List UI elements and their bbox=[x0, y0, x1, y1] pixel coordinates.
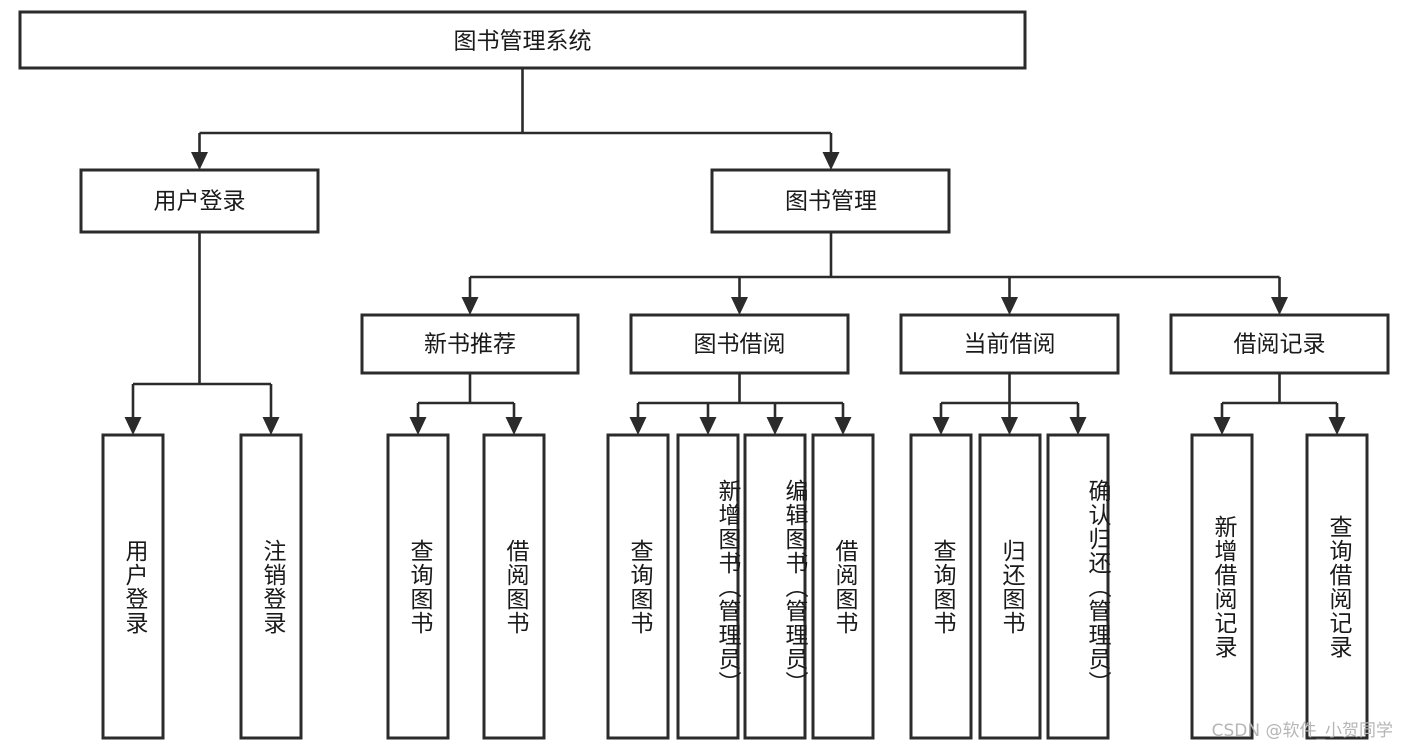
node-borrow-record-box[interactable] bbox=[1169, 313, 1390, 375]
arrow-to-current-borrow bbox=[1001, 297, 1018, 315]
arrow-root-to-book-manage bbox=[822, 152, 840, 170]
node-user-login[interactable]: 用户登录 bbox=[79, 168, 320, 234]
connector-group-user-login bbox=[124, 232, 280, 435]
node-leaf-add-borrow-record-box[interactable] bbox=[1190, 433, 1254, 740]
arrow-to-leaf-borrow-book-2 bbox=[834, 417, 852, 435]
node-current-borrow-box[interactable] bbox=[899, 313, 1120, 375]
node-leaf-confirm-return-admin-box[interactable] bbox=[1046, 433, 1110, 740]
arrow-to-leaf-user-login bbox=[124, 417, 142, 435]
arrow-to-leaf-query-book-3 bbox=[932, 417, 950, 435]
node-leaf-query-book-3-box[interactable] bbox=[909, 433, 973, 740]
connector-group-root bbox=[191, 68, 840, 170]
node-current-borrow[interactable]: 当前借阅 bbox=[899, 313, 1120, 375]
node-book-manage-label: 图书管理 bbox=[785, 189, 877, 215]
node-root-label: 图书管理系统 bbox=[454, 29, 592, 55]
arrow-to-leaf-confirm-return-admin bbox=[1069, 417, 1087, 435]
node-new-book-rec-label: 新书推荐 bbox=[424, 332, 516, 358]
node-book-manage-box[interactable] bbox=[710, 168, 951, 234]
node-borrow-record-label: 借阅记录 bbox=[1234, 332, 1326, 358]
node-book-borrow-box[interactable] bbox=[629, 313, 850, 375]
arrow-to-leaf-return-book bbox=[1001, 417, 1018, 435]
arrow-to-leaf-borrow-book-1 bbox=[505, 417, 523, 435]
arrow-to-leaf-logout bbox=[262, 417, 280, 435]
node-leaf-add-book-admin-box[interactable] bbox=[676, 433, 740, 740]
connector-group-borrow-record bbox=[1213, 373, 1346, 435]
node-new-book-rec-box[interactable] bbox=[360, 313, 580, 375]
node-book-manage[interactable]: 图书管理 bbox=[710, 168, 951, 234]
arrow-to-leaf-edit-book-admin bbox=[766, 417, 784, 435]
arrow-to-leaf-query-book-1 bbox=[409, 417, 427, 435]
node-new-book-rec[interactable]: 新书推荐 bbox=[360, 313, 580, 375]
node-user-login-label: 用户登录 bbox=[154, 189, 246, 215]
node-borrow-record[interactable]: 借阅记录 bbox=[1169, 313, 1390, 375]
node-leaf-query-book-2-box[interactable] bbox=[606, 433, 670, 740]
arrow-to-borrow-record bbox=[1271, 297, 1288, 315]
node-leaf-user-login-box[interactable] bbox=[101, 433, 165, 740]
node-leaf-borrow-book-1-box[interactable] bbox=[482, 433, 546, 740]
node-leaf-query-book-1-box[interactable] bbox=[386, 433, 450, 740]
node-leaf-query-borrow-record-box[interactable] bbox=[1305, 433, 1369, 740]
node-root-box[interactable] bbox=[18, 10, 1027, 70]
csdn-watermark: CSDN @软件_小贺同学 bbox=[1211, 721, 1393, 741]
connector-group-book-manage bbox=[461, 232, 1288, 315]
arrow-to-leaf-add-borrow-record bbox=[1213, 417, 1231, 435]
node-book-borrow[interactable]: 图书借阅 bbox=[629, 313, 850, 375]
arrow-to-new-book-rec bbox=[461, 297, 479, 315]
arrow-to-leaf-query-borrow-record bbox=[1328, 417, 1346, 435]
arrow-root-to-user-login bbox=[191, 152, 208, 170]
connector-group-current-borrow bbox=[932, 373, 1087, 435]
node-leaf-return-book-box[interactable] bbox=[978, 433, 1042, 740]
arrow-to-leaf-add-book-admin bbox=[699, 417, 717, 435]
node-leaf-logout-box[interactable] bbox=[239, 433, 303, 740]
node-user-login-box[interactable] bbox=[79, 168, 320, 234]
arrow-to-book-borrow bbox=[731, 297, 748, 315]
connector-group-book-borrow bbox=[629, 373, 852, 435]
node-book-borrow-label: 图书借阅 bbox=[694, 332, 786, 358]
arrow-to-leaf-query-book-2 bbox=[629, 417, 647, 435]
node-current-borrow-label: 当前借阅 bbox=[964, 332, 1056, 358]
node-leaf-edit-book-admin-box[interactable] bbox=[743, 433, 807, 740]
node-root[interactable]: 图书管理系统 bbox=[18, 10, 1027, 70]
node-leaf-borrow-book-2-box[interactable] bbox=[811, 433, 875, 740]
connector-group-new-book-rec bbox=[409, 373, 523, 435]
